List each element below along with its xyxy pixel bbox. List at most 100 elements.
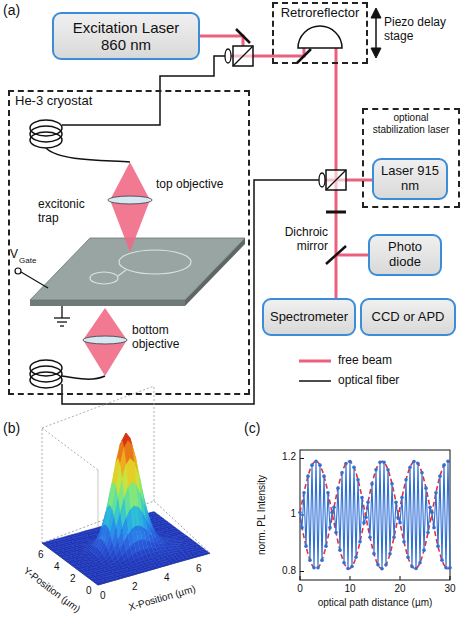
text-label: V	[10, 248, 18, 262]
text-label: 4	[164, 572, 170, 584]
data-point	[416, 462, 420, 466]
data-point	[332, 506, 336, 510]
axis-title: Y-Position (µm)	[21, 565, 82, 615]
text-label: 2	[70, 573, 76, 585]
data-point	[354, 555, 358, 559]
trap-outline	[90, 250, 191, 284]
data-point	[412, 460, 416, 464]
dichroic-mirror	[326, 246, 346, 264]
data-point	[414, 567, 418, 571]
data-point	[422, 548, 426, 552]
beam-cone	[110, 162, 150, 200]
tick	[450, 576, 451, 580]
data-point	[442, 463, 446, 467]
drawing-part	[119, 250, 191, 274]
data-point	[368, 536, 372, 540]
fibers	[30, 56, 319, 404]
legend-item: optical fiber	[298, 374, 399, 388]
text-label: bottom objective	[132, 324, 218, 352]
text-label: 0	[86, 585, 92, 597]
text-label: 1.2	[266, 451, 296, 463]
text-label: top objective	[156, 178, 228, 192]
data-point	[372, 552, 376, 556]
data-point	[304, 544, 308, 548]
text-label: Gate	[19, 256, 36, 265]
data-point	[430, 511, 434, 515]
drawing-part	[42, 428, 98, 470]
text-label: (b)	[3, 420, 20, 436]
beam-splitter-diagonal	[233, 46, 253, 66]
data-point	[362, 521, 366, 525]
legend-line	[299, 380, 331, 382]
text-label: excitonic trap	[38, 198, 104, 226]
fiber	[62, 376, 105, 379]
box-label: Excitation Laser 860 nm	[59, 19, 193, 54]
text-label: 0	[100, 590, 106, 602]
box-label: CCD or APD	[372, 310, 445, 325]
filter	[326, 211, 346, 214]
text-label: 0.8	[266, 565, 296, 577]
text-label: 2	[132, 581, 138, 593]
data-point	[366, 501, 370, 505]
data-trace	[300, 461, 450, 568]
data-point	[316, 566, 320, 570]
data-point	[448, 566, 452, 570]
fiber-coupler	[319, 173, 325, 187]
surface-plot	[42, 386, 210, 585]
drawing-part	[61, 306, 62, 318]
data-point	[350, 565, 354, 569]
plot-frame	[300, 450, 450, 580]
data-point	[410, 565, 414, 569]
legend-line	[299, 359, 331, 362]
legend-sample	[298, 376, 332, 386]
text-label: (c)	[244, 420, 260, 436]
data-point	[298, 511, 302, 515]
envelope-curve	[300, 461, 450, 568]
data-point	[384, 563, 388, 567]
data-point	[434, 491, 438, 495]
device-box: Laser 915 nm	[372, 158, 448, 200]
beam-cone	[83, 308, 127, 340]
fiber-coil	[30, 372, 62, 388]
text-label: Piezo delay stage	[384, 16, 462, 44]
data-point	[338, 548, 342, 552]
surface-cell	[96, 582, 102, 585]
tick	[400, 576, 401, 580]
group-frame: optional stabilization laserLaser 915 nm	[362, 108, 460, 208]
mirror	[297, 49, 311, 63]
text-label: 1	[266, 508, 296, 520]
beam-splitter	[326, 170, 346, 190]
data-points	[298, 460, 452, 571]
line-plot	[298, 450, 452, 580]
drawing-part	[90, 272, 118, 284]
data-point	[400, 496, 404, 500]
data-point	[364, 516, 368, 520]
free-beams	[200, 36, 372, 298]
data-point	[388, 552, 392, 556]
gate-terminal	[15, 268, 21, 274]
data-point	[446, 460, 450, 464]
fiber	[46, 148, 130, 162]
objective-lens	[83, 336, 127, 344]
data-point	[320, 558, 324, 562]
gate-wire	[21, 272, 48, 288]
data-point	[310, 463, 314, 467]
box-label: Spectrometer	[270, 310, 348, 325]
data-point	[336, 486, 340, 490]
data-point	[408, 465, 412, 469]
data-point	[428, 506, 432, 510]
axis-ticks	[300, 458, 450, 580]
box-label: He-3 cryostat	[15, 94, 243, 109]
text-label: 0	[285, 583, 315, 595]
data-point	[358, 540, 362, 544]
group-frame: Retroreflector	[272, 2, 368, 64]
fiber-coupler	[225, 49, 231, 63]
data-point	[404, 478, 408, 482]
chip-side	[30, 300, 185, 306]
box-label: Photo diode	[375, 240, 435, 270]
beam	[336, 254, 368, 257]
surface	[42, 433, 210, 585]
legend-label: optical fiber	[338, 374, 399, 388]
mirror	[236, 29, 250, 43]
